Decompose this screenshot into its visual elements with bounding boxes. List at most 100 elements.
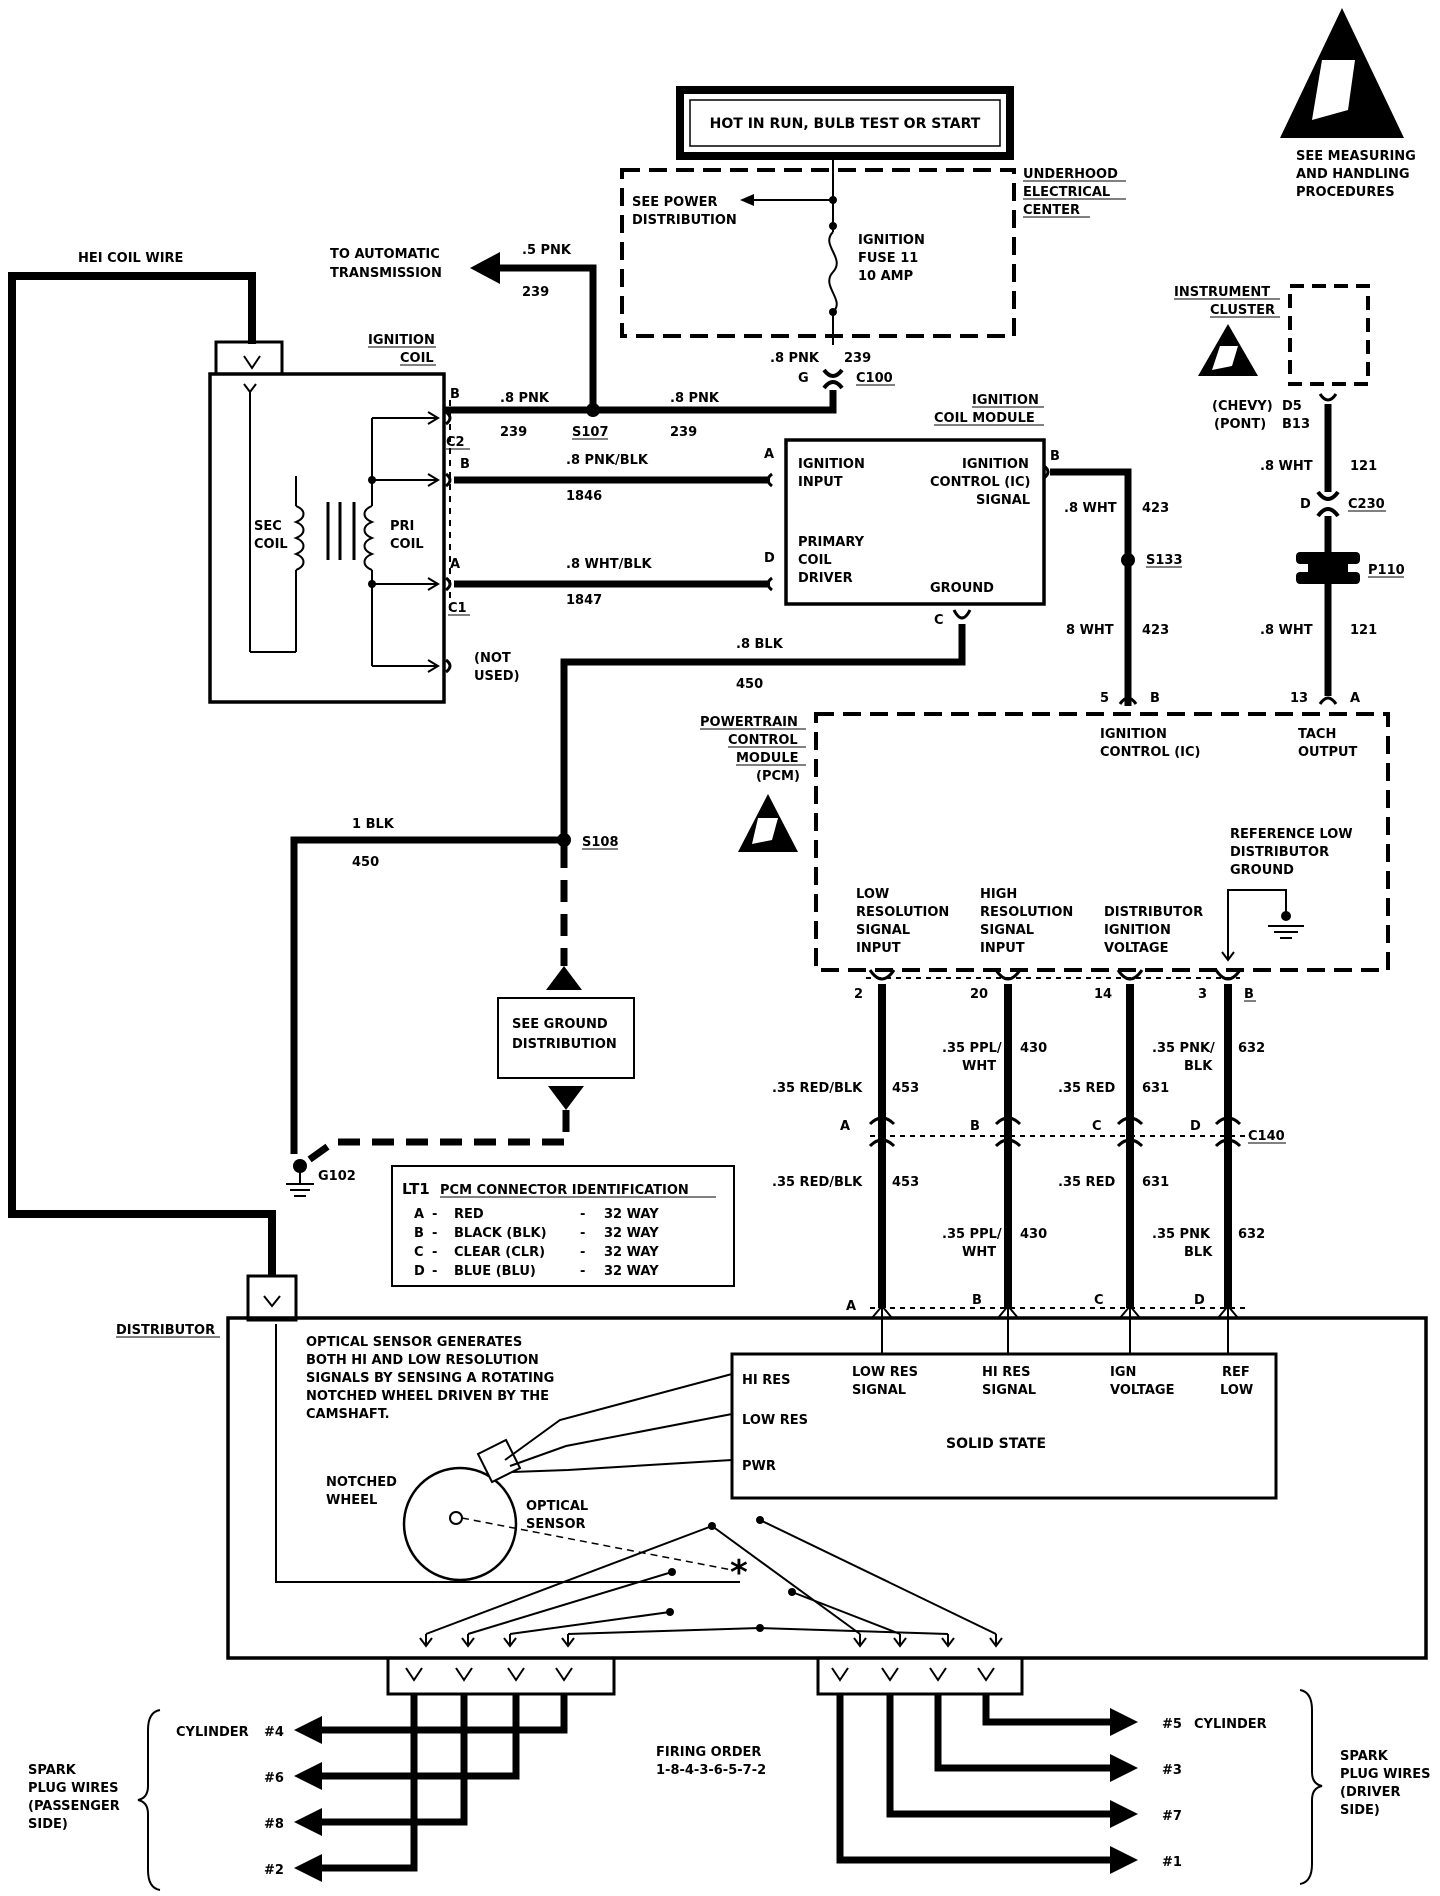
wire-ppl-wht-b1: .35 PPL/: [942, 1227, 1002, 1242]
cluster-title-1: INSTRUMENT: [1174, 285, 1270, 300]
passenger-terminal-block: [386, 1656, 616, 1696]
driver-bracket: [1299, 1689, 1323, 1885]
module-primary-2: COIL: [798, 553, 832, 568]
lt1-row-c-id: C: [414, 1245, 424, 1260]
underhood-title-2: ELECTRICAL: [1023, 185, 1110, 200]
p110-label: P110: [1368, 563, 1405, 578]
c230-label: C230: [1348, 497, 1385, 512]
cyl-left-2: #2: [264, 1863, 284, 1878]
pcm-ic-1: IGNITION: [1100, 727, 1167, 742]
ss-low-res-sig-1: LOW RES: [852, 1365, 918, 1380]
module-title-1: IGNITION: [972, 393, 1039, 408]
lt1-row-b-name: BLACK (BLK): [454, 1226, 547, 1241]
wire-pnk-blk35-a1: .35 PNK/: [1152, 1041, 1215, 1056]
coil-pin-b: B: [460, 457, 470, 472]
esd-warning-icon: [1280, 8, 1404, 138]
svg-text:-: -: [432, 1226, 437, 1241]
to-auto-trans-1: TO AUTOMATIC: [330, 247, 440, 262]
pcm-pin-14: 14: [1094, 987, 1112, 1002]
svg-text:-: -: [432, 1245, 437, 1260]
coil-title-2: COIL: [400, 351, 434, 366]
dist-note-2: BOTH HI AND LOW RESOLUTION: [306, 1353, 539, 1368]
rotor-star-icon: *: [730, 1553, 748, 1593]
wire-red-blk-a: .35 RED/BLK: [772, 1081, 863, 1096]
c100-pin-g: G: [798, 371, 809, 386]
cluster-pin-d5: D5: [1282, 399, 1302, 414]
dist-pin-c: C: [1094, 1293, 1104, 1308]
lt1-row-b-ways: 32 WAY: [604, 1226, 659, 1241]
hei-coil-wire-label: HEI COIL WIRE: [78, 251, 183, 266]
wire-8pnk-c100: .8 PNK: [770, 351, 820, 366]
svg-text:-: -: [580, 1264, 585, 1279]
pcm-low-res-2: RESOLUTION: [856, 905, 949, 920]
ss-hi-res-sig-2: SIGNAL: [982, 1383, 1036, 1398]
cyl-left-4: #4: [264, 1725, 284, 1740]
driver-spark-wires: [836, 1694, 1138, 1874]
pcm-ref-3: GROUND: [1230, 863, 1294, 878]
cyl-word-right: CYLINDER: [1194, 1717, 1267, 1732]
c140-pin-a: A: [840, 1119, 850, 1134]
wire-5pnk: .5 PNK: [522, 243, 572, 258]
cyl-left-6: #6: [264, 1771, 284, 1786]
wire-632-a: 632: [1238, 1041, 1265, 1056]
ss-ign-volt-1: IGN: [1110, 1365, 1136, 1380]
lt1-row-c-name: CLEAR (CLR): [454, 1245, 545, 1260]
module-ic-3: SIGNAL: [976, 493, 1030, 508]
pcm-high-res-4: INPUT: [980, 941, 1025, 956]
wire-pnk-blk35-b1: .35 PNK: [1152, 1227, 1211, 1242]
pri-coil-2: COIL: [390, 537, 424, 552]
ground-dist-1: SEE GROUND: [512, 1017, 608, 1032]
module-ic-1: IGNITION: [962, 457, 1029, 472]
pcm-high-res-2: RESOLUTION: [980, 905, 1073, 920]
c140-label: C140: [1248, 1129, 1285, 1144]
passenger-label-4: SIDE): [28, 1817, 68, 1832]
wire-632-b: 632: [1238, 1227, 1265, 1242]
pcm-title-2: CONTROL: [728, 733, 798, 748]
svg-text:-: -: [580, 1245, 585, 1260]
distributor-housing: [226, 1274, 1428, 1660]
svg-text:-: -: [580, 1226, 585, 1241]
esd-note-1: SEE MEASURING: [1296, 149, 1416, 164]
notched-wheel: [402, 1373, 733, 1582]
instrument-cluster: [1288, 284, 1370, 386]
lt1-row-d-ways: 32 WAY: [604, 1264, 659, 1279]
s133-label: S133: [1146, 553, 1183, 568]
notched-wheel-2: WHEEL: [326, 1493, 377, 1508]
wire-239-trans: 239: [522, 285, 549, 300]
pcm-low-res-4: INPUT: [856, 941, 901, 956]
c100-connector: [822, 368, 844, 390]
g102-label: G102: [318, 1169, 356, 1184]
ignition-coil-module: [784, 438, 1046, 606]
cluster-chevy: (CHEVY): [1212, 399, 1273, 414]
wire-8blk: .8 BLK: [736, 637, 784, 652]
underhood-electrical-center: [620, 156, 1016, 345]
pcm-ref-2: DISTRIBUTOR: [1230, 845, 1329, 860]
ss-ign-volt-2: VOLTAGE: [1110, 1383, 1175, 1398]
s107-label: S107: [572, 425, 609, 440]
wire-ppl-wht-b2: WHT: [962, 1245, 996, 1260]
coil-c1-label: C1: [448, 601, 467, 616]
svg-text:-: -: [580, 1207, 585, 1222]
not-used-1: (NOT: [474, 651, 511, 666]
cluster-pont: (PONT): [1214, 417, 1266, 432]
coil-c2-label: C2: [446, 435, 465, 450]
wire-red-blk-b: .35 RED/BLK: [772, 1175, 863, 1190]
lt1-row-b-id: B: [414, 1226, 424, 1241]
wire-pnk-blk35-a2: BLK: [1184, 1059, 1213, 1074]
pcm-pin-a-top: A: [1350, 691, 1360, 706]
module-ic-2: CONTROL (IC): [930, 475, 1030, 490]
pcm-title-4: (PCM): [756, 769, 800, 784]
firing-order-2: 1-8-4-3-6-5-7-2: [656, 1763, 766, 1778]
wire-8wht-tach-b: .8 WHT: [1260, 623, 1313, 638]
wire-450-b: 450: [352, 855, 379, 870]
underhood-title-3: CENTER: [1023, 203, 1080, 218]
not-used-2: USED): [474, 669, 520, 684]
pcm-pin-3: 3: [1198, 987, 1207, 1002]
pcm-module: [814, 712, 1390, 972]
dist-pin-d: D: [1194, 1293, 1205, 1308]
fuse-label-1: IGNITION: [858, 233, 925, 248]
passenger-label-1: SPARK: [28, 1763, 77, 1778]
ss-hi-res-sig-1: HI RES: [982, 1365, 1031, 1380]
ss-low-res: LOW RES: [742, 1413, 808, 1428]
